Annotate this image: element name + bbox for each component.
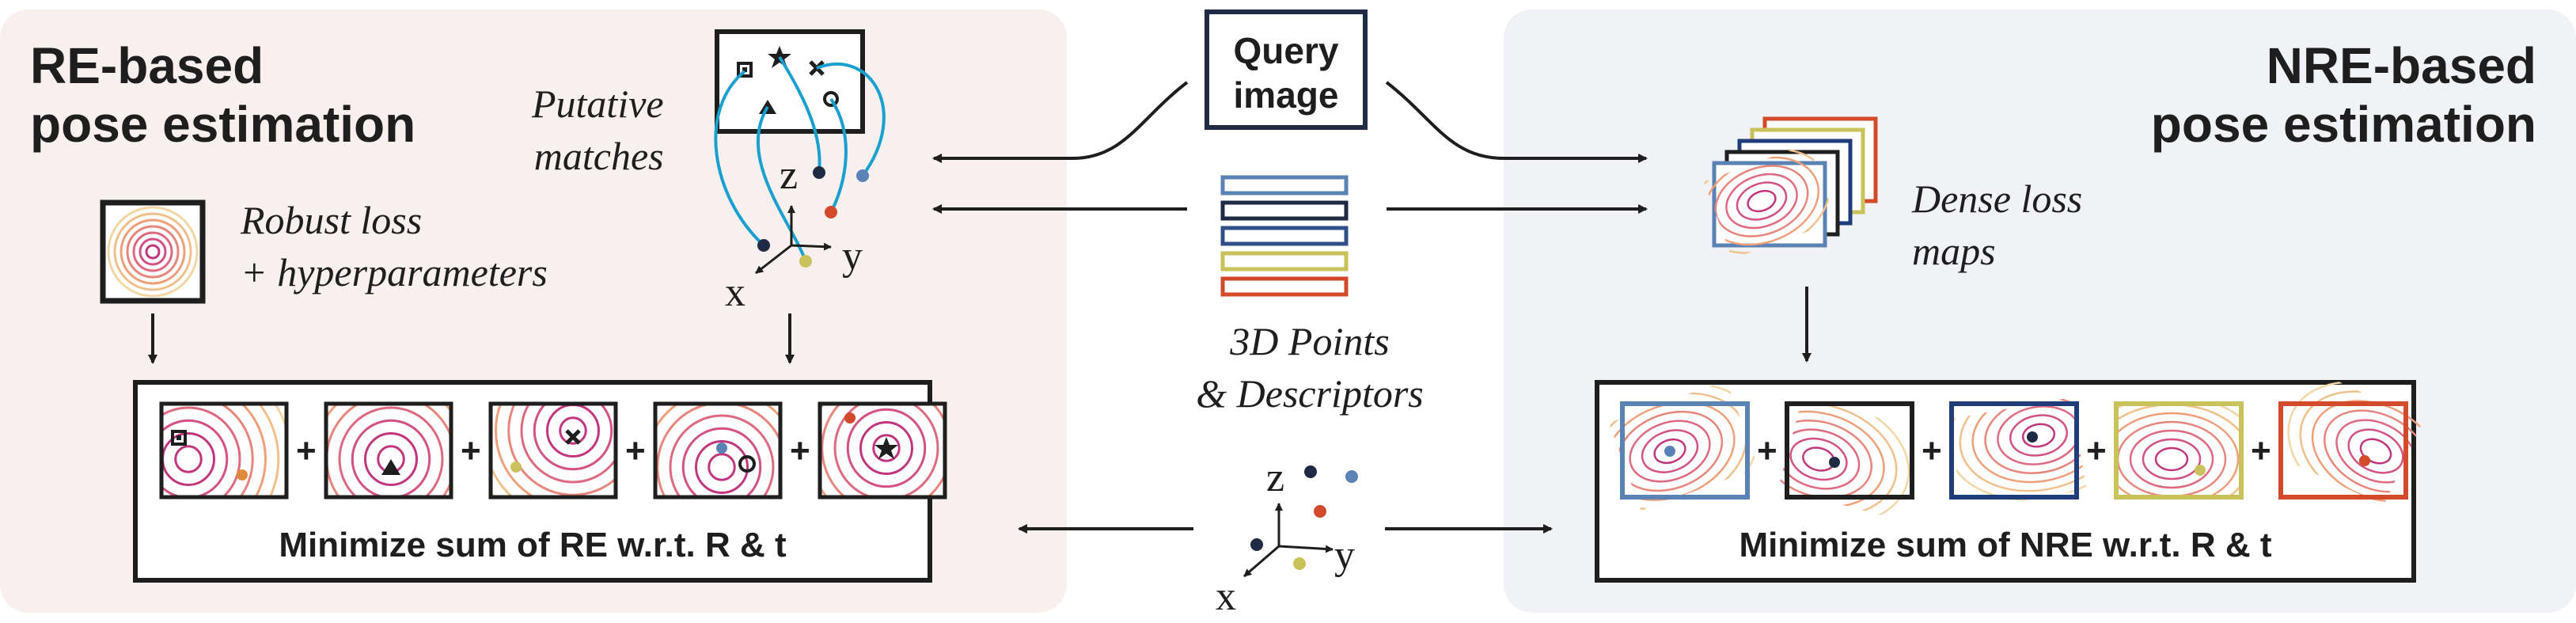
robust-loss-icon	[100, 199, 206, 304]
descriptor-stack-icon	[1220, 175, 1349, 297]
axis-y-label: y	[842, 234, 863, 279]
bottom-axis-z-label: z	[1266, 455, 1284, 500]
square-marker-icon	[737, 62, 753, 78]
nre-sum-box: Minimize sum of NRE w.r.t. R & t	[1595, 380, 2416, 583]
ring-marker-icon	[823, 91, 839, 107]
re-sum-box: Minimize sum of RE w.r.t. R & t	[133, 380, 932, 583]
bottom-3d-points: z y x	[1216, 455, 1358, 619]
dense-loss-maps-stack	[1704, 116, 1878, 254]
robust-loss-label: Robust loss+ hyperparameters	[241, 198, 548, 294]
axis-x-label: x	[725, 270, 745, 315]
bottom-axis-x-label: x	[1216, 574, 1236, 619]
nre-sum-label: Minimize sum of NRE w.r.t. R & t	[1739, 526, 2272, 564]
putative-matches-image	[714, 29, 886, 268]
left-3d-axes: z y x	[725, 153, 863, 315]
axis-z-label: z	[780, 153, 798, 198]
3d-points-descriptors-label: 3D Points& Descriptors	[1196, 319, 1424, 416]
re-sum-label: Minimize sum of RE w.r.t. R & t	[279, 526, 787, 564]
bottom-axis-y-label: y	[1334, 533, 1355, 578]
